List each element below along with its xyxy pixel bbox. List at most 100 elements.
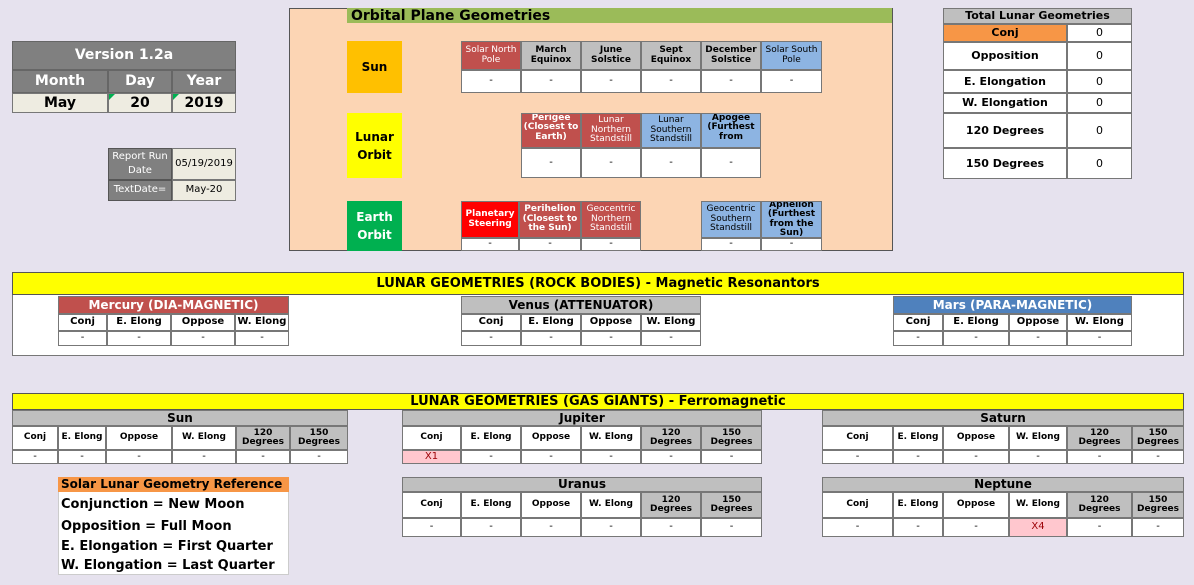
- totals-value-conj: 0: [1067, 24, 1132, 42]
- saturn-val: -: [1132, 450, 1184, 464]
- venus-col: E. Elong: [521, 314, 581, 331]
- venus-title: Venus (ATTENUATOR): [461, 296, 701, 314]
- sun-val: -: [461, 70, 521, 93]
- uranus-col: Conj: [402, 492, 461, 518]
- lunar-val: -: [641, 148, 701, 178]
- venus-col: Oppose: [581, 314, 641, 331]
- gas-sun-val: -: [290, 450, 348, 464]
- jupiter-col: W. Elong: [581, 426, 641, 450]
- gas-sun-col: Oppose: [106, 426, 172, 450]
- saturn-val: -: [822, 450, 893, 464]
- earth-col-planetary-steering: Planetary Steering: [461, 201, 519, 238]
- jupiter-val: -: [641, 450, 701, 464]
- saturn-val: -: [1009, 450, 1067, 464]
- neptune-col: Oppose: [943, 492, 1009, 518]
- earth-val: -: [519, 238, 581, 251]
- reference-line: E. Elongation = First Quarter: [61, 539, 273, 555]
- neptune-col: Conj: [822, 492, 893, 518]
- day-value[interactable]: 20: [108, 93, 172, 113]
- jupiter-title: Jupiter: [402, 410, 762, 426]
- venus-val: -: [581, 331, 641, 346]
- mercury-col: Oppose: [171, 314, 235, 331]
- mars-val: -: [1009, 331, 1067, 346]
- month-header: Month: [12, 70, 108, 93]
- jupiter-col: E. Elong: [461, 426, 521, 450]
- neptune-val: -: [943, 518, 1009, 537]
- rock-banner: LUNAR GEOMETRIES (ROCK BODIES) - Magneti…: [12, 272, 1184, 295]
- totals-title: Total Lunar Geometries: [943, 8, 1132, 24]
- version-label: Version 1.2a: [12, 41, 236, 70]
- uranus-val: -: [461, 518, 521, 537]
- gas-sun-val: -: [106, 450, 172, 464]
- totals-value-150-degrees: 0: [1067, 148, 1132, 179]
- uranus-col: 150 Degrees: [701, 492, 762, 518]
- lunar-val: -: [521, 148, 581, 178]
- uranus-col: 120 Degrees: [641, 492, 701, 518]
- mercury-val: -: [171, 331, 235, 346]
- totals-value-120-degrees: 0: [1067, 113, 1132, 148]
- mercury-col: Conj: [58, 314, 107, 331]
- saturn-col: 120 Degrees: [1067, 426, 1132, 450]
- totals-label-conj: Conj: [943, 24, 1067, 42]
- lunar-orbit-label: Lunar Orbit: [347, 113, 402, 178]
- earth-orbit-label: Earth Orbit: [347, 201, 402, 251]
- uranus-title: Uranus: [402, 477, 762, 492]
- month-value[interactable]: May: [12, 93, 108, 113]
- neptune-val: X4: [1009, 518, 1067, 537]
- text-date-label: TextDate=: [108, 180, 172, 201]
- gas-sun-title: Sun: [12, 410, 348, 426]
- saturn-col: E. Elong: [893, 426, 943, 450]
- lunar-val: -: [701, 148, 761, 178]
- jupiter-val: -: [461, 450, 521, 464]
- uranus-val: -: [581, 518, 641, 537]
- totals-label-e-elongation: E. Elongation: [943, 70, 1067, 93]
- reference-panel: [58, 477, 289, 575]
- venus-val: -: [521, 331, 581, 346]
- gas-sun-val: -: [58, 450, 106, 464]
- sun-val: -: [581, 70, 641, 93]
- gas-sun-col: 120 Degrees: [236, 426, 290, 450]
- day-header: Day: [108, 70, 172, 93]
- mars-col: E. Elong: [943, 314, 1009, 331]
- totals-label-150-degrees: 150 Degrees: [943, 148, 1067, 179]
- saturn-col: 150 Degrees: [1132, 426, 1184, 450]
- text-date-value: May-20: [172, 180, 236, 201]
- mercury-val: -: [107, 331, 171, 346]
- sun-val: -: [701, 70, 761, 93]
- year-value[interactable]: 2019: [172, 93, 236, 113]
- uranus-val: -: [521, 518, 581, 537]
- uranus-val: -: [641, 518, 701, 537]
- saturn-col: W. Elong: [1009, 426, 1067, 450]
- neptune-title: Neptune: [822, 477, 1184, 492]
- earth-col-aphelion: Aphelion (Furthest from the Sun): [761, 201, 822, 238]
- jupiter-col: 120 Degrees: [641, 426, 701, 450]
- sun-col-sept-equinox: Sept Equinox: [641, 41, 701, 70]
- earth-val: -: [701, 238, 761, 251]
- report-run-label: Report Run Date: [108, 148, 172, 180]
- mercury-val: -: [58, 331, 107, 346]
- saturn-title: Saturn: [822, 410, 1184, 426]
- jupiter-val: -: [521, 450, 581, 464]
- gas-sun-col: W. Elong: [172, 426, 236, 450]
- earth-col-geocentric-northern: Geocentric Northern Standstill: [581, 201, 641, 238]
- sun-col-solar-south-pole: Solar South Pole: [761, 41, 822, 70]
- sun-val: -: [761, 70, 822, 93]
- lunar-col-southern-standstill: Lunar Southern Standstill: [641, 113, 701, 148]
- sun-col-december-solstice: December Solstice: [701, 41, 761, 70]
- saturn-val: -: [1067, 450, 1132, 464]
- uranus-col: Oppose: [521, 492, 581, 518]
- totals-label-opposition: Opposition: [943, 42, 1067, 70]
- jupiter-val: -: [581, 450, 641, 464]
- reference-line: W. Elongation = Last Quarter: [61, 558, 275, 574]
- sun-val: -: [641, 70, 701, 93]
- earth-val: -: [581, 238, 641, 251]
- neptune-val: -: [822, 518, 893, 537]
- lunar-val: -: [581, 148, 641, 178]
- lunar-col-northern-standstill: Lunar Northern Standstill: [581, 113, 641, 148]
- mars-val: -: [893, 331, 943, 346]
- gas-sun-col: E. Elong: [58, 426, 106, 450]
- venus-col: Conj: [461, 314, 521, 331]
- totals-label-w-elongation: W. Elongation: [943, 93, 1067, 113]
- year-header: Year: [172, 70, 236, 93]
- neptune-val: -: [1067, 518, 1132, 537]
